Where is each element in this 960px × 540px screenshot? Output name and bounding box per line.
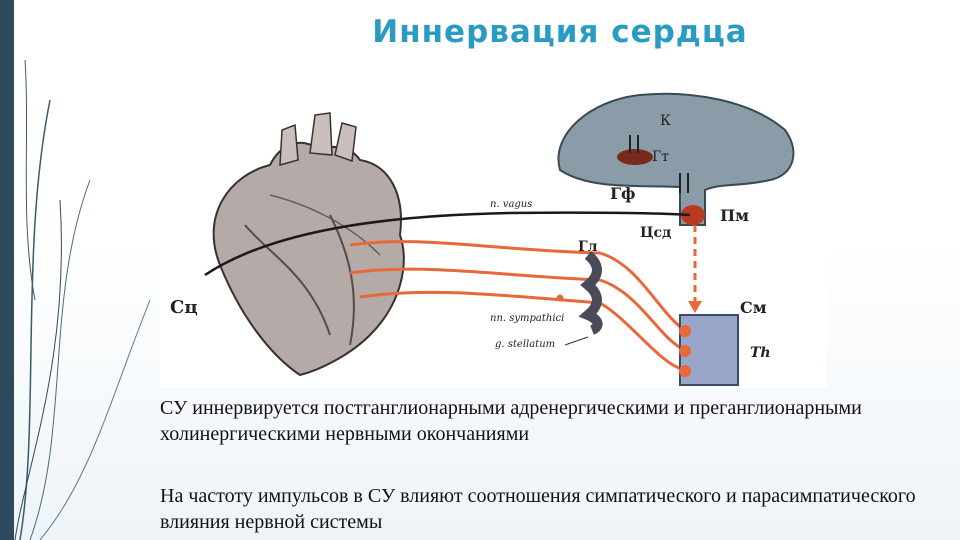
paragraph-innervation: СУ иннервируется постганглионарными адре… [160,397,862,445]
label-cardiovascular-center: Цсд [640,225,671,241]
heart-illustration [212,112,405,377]
label-cortex: К [660,113,671,129]
label-ganglion: Гл [578,239,598,255]
ganglion-chain [578,251,603,335]
label-pituitary: Гф [610,184,635,203]
brain-illustration [557,92,795,226]
decorative-lines [14,59,151,540]
vagus-nerve [204,211,691,277]
page-title: Иннервация сердца [372,14,748,50]
label-medulla: Пм [720,206,749,225]
label-thoracic: Th [750,345,771,361]
label-spinal-cord: См [740,298,767,317]
label-hypothalamus: Гт [652,149,669,165]
label-sympathetic: nn. sympathici [490,313,564,324]
left-accent-bar [0,0,14,540]
label-vagus: n. vagus [490,199,532,210]
paragraph-impulse-frequency: На частоту импульсов в СУ влияют соотнош… [160,485,916,533]
sympathetic-nerves [349,225,702,372]
label-stellate: g. stellatum [495,339,555,350]
label-sa-node: Сц [170,297,198,318]
innervation-diagram: К Гт Гф Пм Цсд Гл См Th Сц n. vagus nn. … [160,75,827,388]
